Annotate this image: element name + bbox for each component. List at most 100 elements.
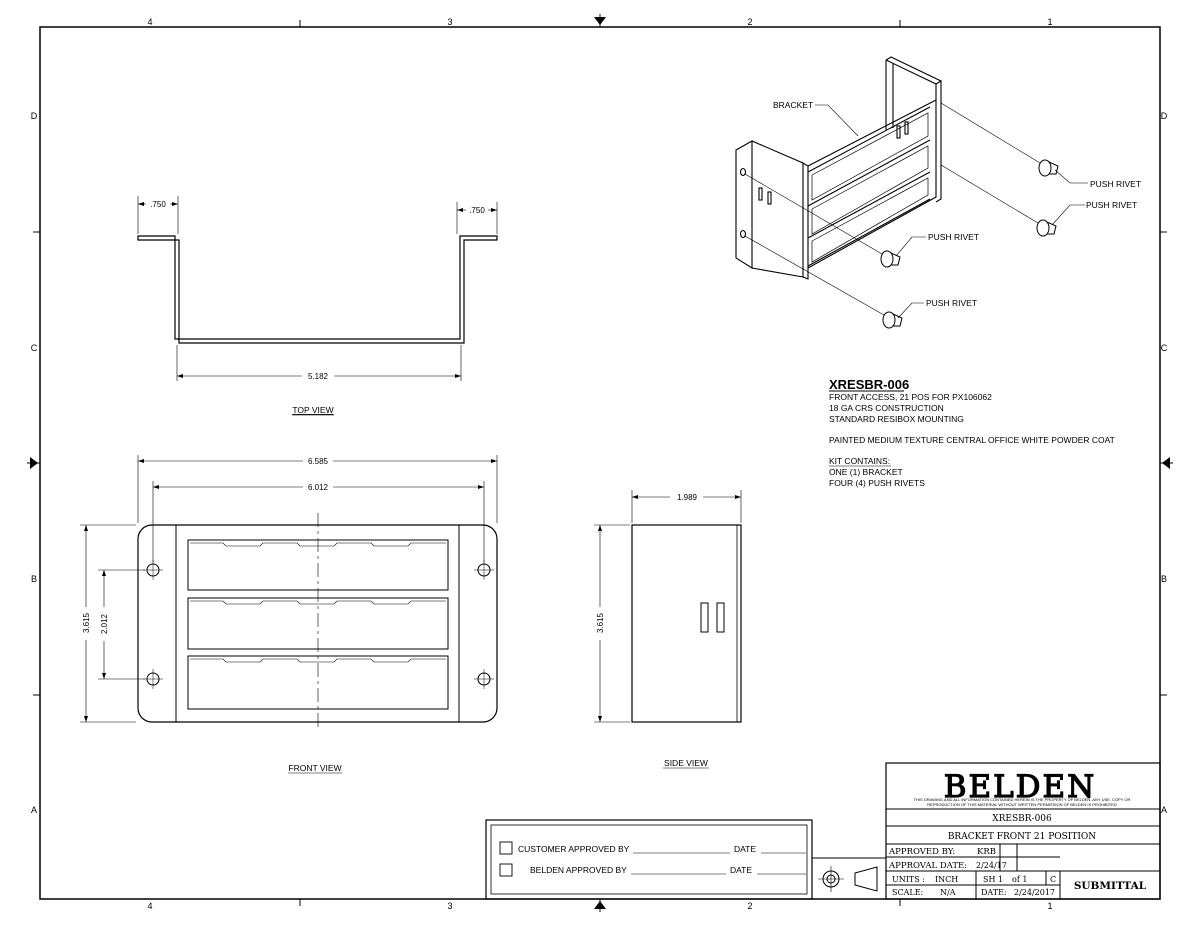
notes-finish: PAINTED MEDIUM TEXTURE CENTRAL OFFICE WH… bbox=[829, 435, 1115, 445]
dim-front-overall-width-value: 6.585 bbox=[308, 457, 329, 466]
zone-top-4: 4 bbox=[147, 17, 152, 27]
assembly-lines bbox=[744, 102, 1041, 316]
dim-top-inner-width-value: 5.182 bbox=[308, 372, 329, 381]
push-rivet-2 bbox=[1036, 219, 1057, 237]
notes-line2: 18 GA CRS CONSTRUCTION bbox=[829, 403, 944, 413]
approval-date-label: APPROVAL DATE: bbox=[888, 861, 967, 871]
zone-bottom-1: 1 bbox=[1047, 901, 1052, 911]
zone-right-c: C bbox=[1161, 343, 1168, 353]
push-rivet-1 bbox=[1038, 159, 1059, 177]
belden-logo-text: BELDEN bbox=[944, 769, 1097, 805]
mounting-holes bbox=[143, 560, 494, 689]
zone-right-b: B bbox=[1161, 574, 1167, 584]
scale-label: SCALE: bbox=[892, 888, 923, 897]
zone-right-a: A bbox=[1161, 805, 1167, 815]
approval-box: CUSTOMER APPROVED BY DATE BELDEN APPROVE… bbox=[485, 819, 813, 900]
top-view-label: TOP VIEW bbox=[292, 405, 333, 415]
sheet-of: of 1 bbox=[1012, 875, 1027, 884]
dim-top-right-flange-value: .750 bbox=[469, 206, 485, 215]
center-mark-bottom bbox=[594, 899, 606, 912]
scale-value: N/A bbox=[940, 888, 956, 897]
push-rivet-3 bbox=[880, 250, 901, 268]
units-value: INCH bbox=[935, 875, 958, 884]
dim-front-hole-spacing-value: 6.012 bbox=[308, 483, 329, 492]
dim-front-height: 3.615 bbox=[80, 524, 136, 723]
approval-date-value: 2/24/17 bbox=[976, 861, 1007, 870]
center-mark-left bbox=[27, 457, 40, 469]
zone-left-c: C bbox=[31, 343, 38, 353]
dim-side-depth: 1.989 bbox=[631, 490, 742, 523]
notes-line3: STANDARD RESIBOX MOUNTING bbox=[829, 414, 964, 424]
dim-front-hole-vertical-value: 2.012 bbox=[100, 613, 109, 634]
title-block: BELDEN THIS DRAWING AND ALL INFORMATION … bbox=[811, 762, 1161, 900]
approved-by-label: APPROVED BY: bbox=[888, 847, 955, 857]
front-view-outline bbox=[137, 524, 498, 723]
belden-logo: BELDEN bbox=[943, 768, 1097, 805]
side-view-slot-right bbox=[716, 602, 725, 633]
customer-approval-checkbox[interactable] bbox=[499, 841, 513, 855]
customer-approval-date-label: DATE bbox=[734, 844, 756, 854]
callout-bracket: BRACKET bbox=[773, 100, 813, 110]
callout-push-rivet-4: PUSH RIVET bbox=[926, 298, 977, 308]
dim-side-height-value: 3.615 bbox=[596, 612, 605, 633]
top-view: .750 .750 5.182 TOP VIEW bbox=[137, 196, 498, 416]
sheet-label: SH 1 bbox=[983, 875, 1003, 884]
center-mark-right bbox=[1160, 457, 1173, 469]
disclaimer-line2: REPRODUCTION OF THIS MATERIAL WITHOUT WR… bbox=[927, 802, 1117, 807]
zone-bottom-4: 4 bbox=[147, 901, 152, 911]
status-badge: SUBMITTAL bbox=[1074, 880, 1147, 892]
belden-approval-date-label: DATE bbox=[730, 865, 752, 875]
zone-top-3: 3 bbox=[447, 17, 452, 27]
isometric-bracket bbox=[735, 56, 942, 280]
dim-top-left-flange-value: .750 bbox=[150, 200, 166, 209]
notes-part-number: XRESBR-006 bbox=[829, 377, 909, 392]
zone-bottom-3: 3 bbox=[447, 901, 452, 911]
projection-cell bbox=[811, 857, 887, 900]
dim-front-hole-vertical: 2.012 bbox=[98, 569, 145, 680]
drawing-title: BRACKET FRONT 21 POSITION bbox=[948, 832, 1096, 842]
side-view-outline bbox=[631, 524, 742, 723]
approved-by-value: KRB bbox=[977, 847, 996, 857]
top-view-profile bbox=[137, 235, 498, 344]
side-view-label: SIDE VIEW bbox=[664, 758, 708, 768]
notes-kit-item2: FOUR (4) PUSH RIVETS bbox=[829, 478, 925, 488]
belden-approval-checkbox[interactable] bbox=[499, 863, 513, 877]
date-value: 2/24/2017 bbox=[1014, 888, 1055, 897]
push-rivet-4 bbox=[882, 311, 903, 329]
zone-top-1: 1 bbox=[1047, 17, 1052, 27]
front-view-label: FRONT VIEW bbox=[288, 763, 341, 773]
center-mark-top bbox=[594, 14, 606, 27]
zone-left-b: B bbox=[31, 574, 37, 584]
callout-push-rivet-2: PUSH RIVET bbox=[1086, 200, 1137, 210]
notes-block: XRESBR-006 FRONT ACCESS, 21 POS FOR PX10… bbox=[829, 377, 1115, 488]
zone-left-d: D bbox=[31, 111, 38, 121]
customer-approval-label: CUSTOMER APPROVED BY bbox=[518, 844, 630, 854]
dim-front-hole-spacing: 6.012 bbox=[152, 481, 485, 562]
units-label: UNITS : bbox=[892, 875, 925, 884]
notes-line1: FRONT ACCESS, 21 POS FOR PX106062 bbox=[829, 392, 992, 402]
notes-kit-item1: ONE (1) BRACKET bbox=[829, 467, 903, 477]
zone-top-2: 2 bbox=[747, 17, 752, 27]
disclaimer-line1: THIS DRAWING AND ALL INFORMATION CONTAIN… bbox=[914, 797, 1131, 802]
dim-front-overall-width: 6.585 bbox=[137, 455, 498, 523]
belden-approval-label: BELDEN APPROVED BY bbox=[530, 865, 627, 875]
side-view-slot-left bbox=[700, 602, 709, 633]
front-view-openings bbox=[187, 539, 449, 710]
front-view: 6.585 6.012 3.615 bbox=[80, 455, 498, 774]
sheet-size: C bbox=[1050, 875, 1056, 884]
zone-left-a: A bbox=[31, 805, 37, 815]
dim-side-depth-value: 1.989 bbox=[677, 493, 698, 502]
third-angle-projection-icon bbox=[818, 866, 878, 892]
callout-push-rivet-1: PUSH RIVET bbox=[1090, 179, 1141, 189]
notes-kit-heading: KIT CONTAINS: bbox=[829, 456, 890, 466]
dim-front-height-value: 3.615 bbox=[82, 612, 91, 633]
zone-bottom-2: 2 bbox=[747, 901, 752, 911]
dim-side-height: 3.615 bbox=[594, 524, 630, 723]
dim-top-right-flange: .750 bbox=[456, 202, 498, 234]
zone-right-d: D bbox=[1161, 111, 1168, 121]
date-label: DATE: bbox=[981, 888, 1007, 897]
dim-top-inner-width: 5.182 bbox=[176, 345, 462, 381]
side-view: 1.989 3.615 SIDE VIEW bbox=[594, 490, 742, 769]
callout-push-rivet-3: PUSH RIVET bbox=[928, 232, 979, 242]
